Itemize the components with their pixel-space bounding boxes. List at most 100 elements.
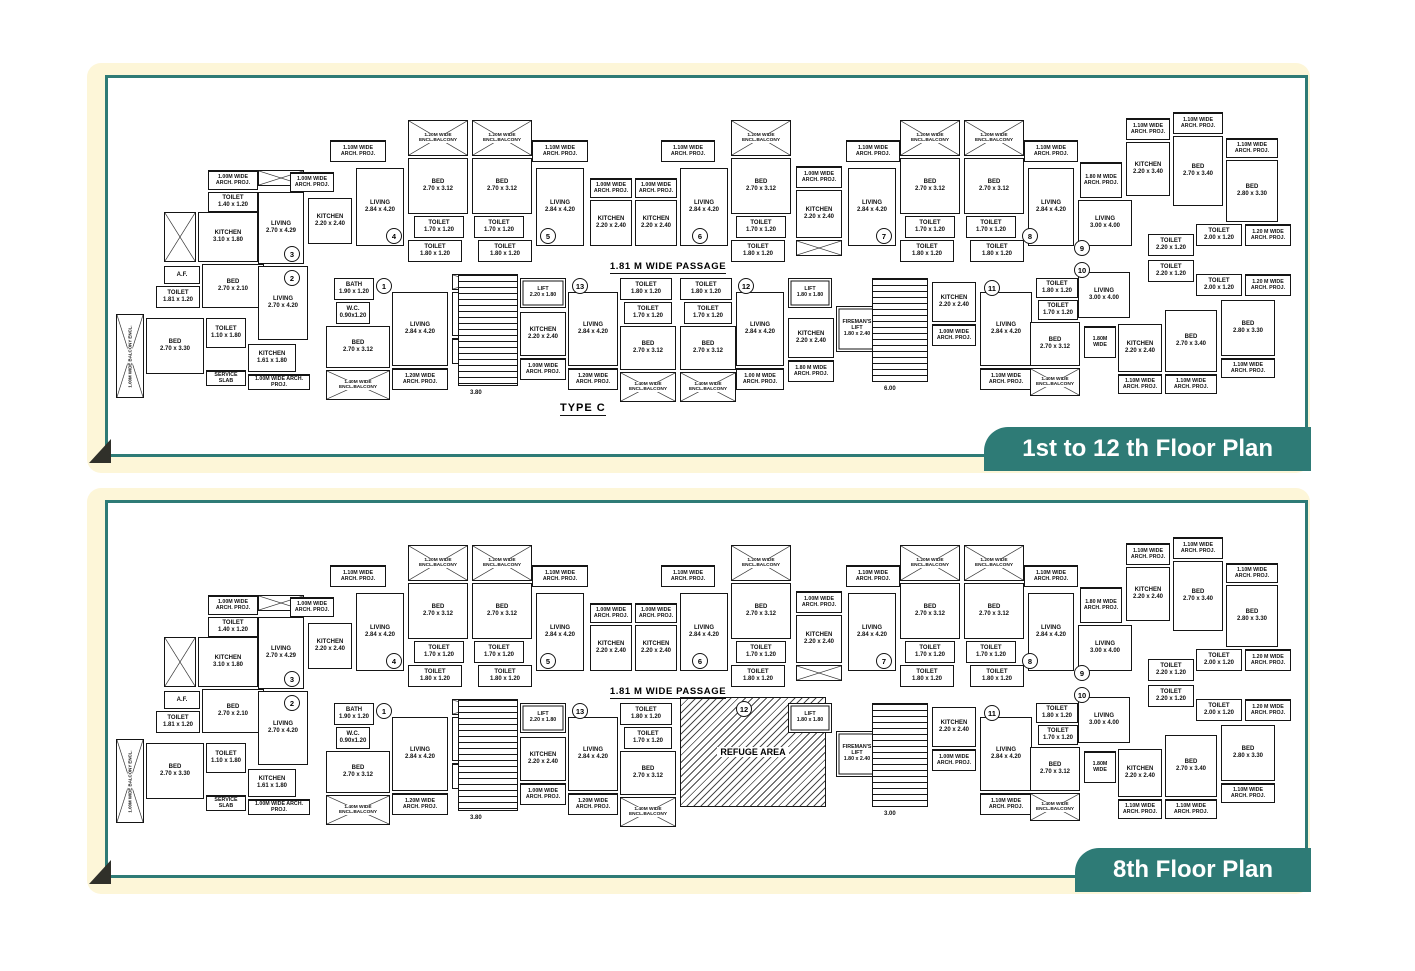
plan-room: BED 2.70 x 3.12 (1030, 747, 1080, 791)
unit-number: 1 (376, 278, 392, 294)
unit-number: 7 (876, 653, 892, 669)
floor-banner: 8th Floor Plan (1074, 848, 1311, 892)
plan-room: BED 2.70 x 2.10 (202, 689, 264, 733)
projection-strip: 1.00M WIDE ARCH. PROJ. (635, 178, 677, 198)
projection-strip: 1.10M WIDE ARCH. PROJ. (532, 140, 588, 162)
plan-room: TOILET 1.70 x 1.20 (905, 641, 955, 663)
plan-room: TOILET 1.80 x 1.20 (731, 240, 785, 262)
plan-room: TOILET 1.70 x 1.20 (966, 216, 1016, 238)
plan-room: BATH 1.90 x 1.20 (334, 278, 374, 300)
staircase (872, 278, 928, 382)
plan-room: TOILET 1.80 x 1.20 (900, 240, 954, 262)
plan-room: BED 2.70 x 3.12 (680, 326, 736, 370)
unit-number: 3 (284, 246, 300, 262)
plan-room: KITCHEN 2.20 x 2.40 (520, 312, 566, 356)
plan-room: LIVING 2.84 x 4.20 (392, 717, 448, 791)
enclosed-balcony: 1.40M WIDE ENCL.BALCONY (326, 795, 390, 825)
enclosed-balcony: 1.20M WIDE ENCL.BALCONY (472, 120, 532, 156)
lift-room: FIREMAN'S LIFT 1.80 x 2.40 (836, 731, 878, 777)
plan-room: BED 2.70 x 3.12 (408, 583, 468, 639)
plan-room: KITCHEN 2.20 x 2.40 (308, 623, 352, 669)
plan-room: KITCHEN 2.20 x 2.40 (590, 200, 632, 246)
projection-strip: 1.10M WIDE ARCH. PROJ. (1173, 537, 1223, 559)
unit-number: 9 (1074, 240, 1090, 256)
projection-strip: 1.00 M WIDE ARCH. PROJ. (736, 368, 784, 390)
plan-room: LIVING 2.84 x 4.20 (680, 168, 728, 246)
plan-room: BED 2.70 x 3.30 (146, 318, 204, 374)
projection-strip: 1.00M WIDE ARCH. PROJ. (796, 591, 842, 613)
unit-number: 12 (738, 278, 754, 294)
projection-strip: 1.20 M WIDE ARCH. PROJ. (1245, 274, 1291, 296)
plan-room: BED 2.70 x 3.12 (964, 583, 1024, 639)
plan-room: BATH 1.90 x 1.20 (334, 703, 374, 725)
enclosed-balcony: 1.20M WIDE ENCL.BALCONY (472, 545, 532, 581)
projection-strip: 1.00M WIDE ARCH. PROJ. (590, 178, 632, 198)
enclosed-balcony: 1.40M WIDE ENCL.BALCONY (1030, 368, 1080, 396)
lift-room: FIREMAN'S LIFT 1.80 x 2.40 (836, 306, 878, 352)
enclosed-balcony: 1.20M WIDE ENCL.BALCONY (408, 120, 468, 156)
floor-plan-card-1: 1.00M WIDE ARCH. PROJ.TOILET 1.40 x 1.20… (87, 63, 1311, 473)
unit-number: 6 (692, 228, 708, 244)
unit-number: 13 (572, 703, 588, 719)
enclosed-balcony: 1.40M WIDE ENCL.BALCONY (680, 372, 736, 402)
plan-room: BED 2.70 x 3.12 (620, 751, 676, 795)
plan-room: TOILET 1.80 x 1.20 (408, 665, 462, 687)
projection-strip: 1.10M WIDE ARCH. PROJ. (1226, 138, 1278, 158)
projection-strip: 1.10M WIDE ARCH. PROJ. (1221, 358, 1275, 378)
projection-strip: 1.00M WIDE ARCH. PROJ. (290, 597, 334, 617)
projection-strip: SERVICE SLAB (206, 795, 246, 811)
plan-room: TOILET 2.00 x 1.20 (1196, 699, 1242, 721)
plan-room: TOILET 1.70 x 1.20 (684, 302, 732, 324)
projection-strip: 1.00M WIDE ARCH. PROJ. (796, 166, 842, 188)
plan-room: 1.00M WIDE BALCONY ENCL. (116, 314, 144, 398)
plan-room: KITCHEN 2.20 x 2.40 (308, 198, 352, 244)
plan-room: BED 2.70 x 3.12 (1030, 322, 1080, 366)
plan-room: LIVING 2.84 x 4.20 (568, 717, 618, 791)
plan-room: BED 2.70 x 3.12 (408, 158, 468, 214)
floor-banner-label: 8th Floor Plan (1112, 856, 1273, 883)
unit-number: 1 (376, 703, 392, 719)
plan-room: TOILET 1.70 x 1.20 (474, 641, 524, 663)
projection-strip: 1.80 M WIDE ARCH. PROJ. (1080, 162, 1122, 198)
unit-number: 5 (540, 653, 556, 669)
enclosed-balcony: 1.40M WIDE ENCL.BALCONY (1030, 793, 1080, 821)
plan-room: BED 2.70 x 3.40 (1165, 735, 1217, 797)
projection-strip: SERVICE SLAB (206, 370, 246, 386)
plan-room: A.F. (164, 691, 200, 709)
plan-room: TOILET 1.80 x 1.20 (620, 278, 672, 300)
projection-strip: 1.10M WIDE ARCH. PROJ. (1126, 118, 1170, 140)
projection-strip: 1.00M WIDE ARCH. PROJ. (208, 595, 258, 615)
projection-strip: 1.10M WIDE ARCH. PROJ. (1165, 374, 1217, 394)
dimension-label: 3.80 (470, 390, 482, 396)
unit-number: 13 (572, 278, 588, 294)
projection-strip: 1.00M WIDE ARCH. PROJ. (590, 603, 632, 623)
unit-number: 11 (984, 280, 1000, 296)
plan-room: TOILET 1.80 x 1.20 (680, 278, 732, 300)
plan-room: LIVING 3.00 x 4.00 (1078, 697, 1130, 743)
enclosed-balcony (796, 665, 842, 681)
plan-room: KITCHEN 2.20 x 2.40 (932, 282, 976, 322)
plan-room: BED 2.70 x 2.10 (202, 264, 264, 308)
plan-room: TOILET 1.80 x 1.20 (970, 665, 1024, 687)
plan-room: KITCHEN 2.20 x 2.40 (590, 625, 632, 671)
plan-room: TOILET 1.80 x 1.20 (478, 240, 532, 262)
plan-room: BED 2.70 x 3.12 (472, 583, 532, 639)
plan-room: TOILET 1.70 x 1.20 (414, 216, 464, 238)
plan-room: BED 2.80 x 3.30 (1221, 725, 1275, 781)
plan-room: 1.00M WIDE BALCONY ENCL. (116, 739, 144, 823)
plan-room: KITCHEN 2.20 x 2.40 (796, 615, 842, 663)
floor-banner-label: 1st to 12 th Floor Plan (1022, 435, 1273, 462)
plan-room: TOILET 1.80 x 1.20 (1036, 703, 1078, 723)
projection-strip: 1.10M WIDE ARCH. PROJ. (1226, 563, 1278, 583)
enclosed-balcony (164, 637, 196, 687)
staircase (458, 274, 518, 386)
enclosed-balcony: 1.40M WIDE ENCL.BALCONY (620, 797, 676, 827)
plan-room: TOILET 1.80 x 1.20 (1036, 278, 1078, 298)
plan-room: LIVING 3.00 x 4.00 (1078, 625, 1132, 671)
lift-room: LIFT 2.20 x 1.80 (520, 278, 566, 308)
unit-number: 2 (284, 270, 300, 286)
plan-room: TOILET 1.70 x 1.20 (1038, 300, 1078, 320)
plan-room: KITCHEN 1.61 x 1.80 (248, 344, 296, 372)
projection-strip: 1.10M WIDE ARCH. PROJ. (1024, 140, 1078, 162)
projection-strip: 1.00M WIDE ARCH. PROJ. (932, 324, 976, 346)
